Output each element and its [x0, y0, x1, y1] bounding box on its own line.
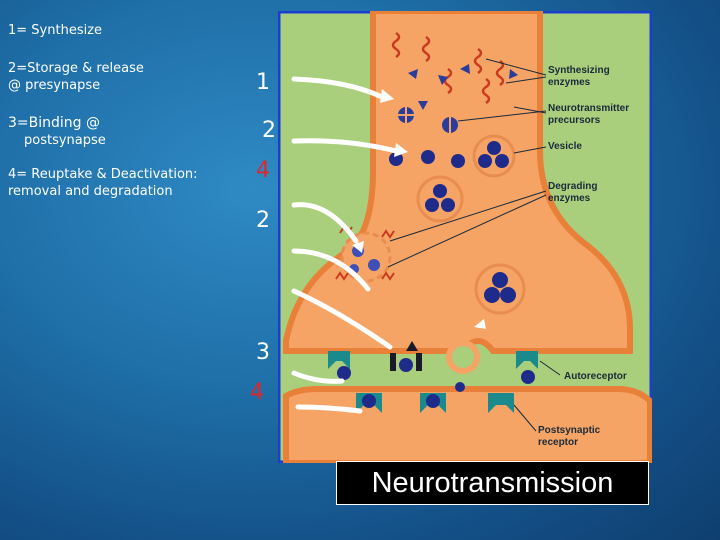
legend-removal: removal and degradation — [8, 184, 173, 199]
step-number-3: 3 — [256, 340, 270, 365]
label-degrading: Degrading — [548, 181, 597, 192]
label-autoreceptor: Autoreceptor — [564, 371, 627, 382]
autoreceptors — [328, 351, 538, 369]
label-vesicle: Vesicle — [548, 141, 582, 152]
legend-postsynapse: postsynapse — [24, 133, 106, 148]
label-receptor: receptor — [538, 437, 578, 448]
bound-neurotransmitters — [362, 394, 440, 408]
legend-binding: 3=Binding @ — [8, 115, 100, 131]
legend-storage-release: 2=Storage & release — [8, 61, 144, 76]
vesicle-middle — [416, 175, 464, 223]
step-number-4-deactivation: 4 — [250, 380, 264, 405]
legend-synthesize: 1= Synthesize — [8, 23, 103, 38]
vesicle-upper — [472, 134, 516, 178]
free-neurotransmitters — [389, 150, 465, 168]
recycle-arrow — [474, 319, 486, 329]
step-number-4-reuptake: 4 — [256, 158, 270, 183]
synapse-diagram: Synthesizing enzymes Neurotransmitter pr… — [278, 11, 652, 463]
reuptake-arrow — [406, 341, 418, 351]
label-precursors: precursors — [548, 115, 601, 126]
label-synthesizing-enzymes: enzymes — [548, 77, 591, 88]
process-arrowheads — [352, 89, 408, 253]
precursor-notches — [398, 107, 451, 133]
cleft-neurotransmitters — [337, 358, 535, 392]
transporter — [390, 353, 422, 371]
synthesizing-enzymes — [391, 31, 505, 105]
process-arrows — [291, 76, 399, 414]
label-pointers — [387, 58, 561, 432]
vesicle-lower — [474, 263, 526, 315]
vesicle-degrading — [340, 231, 392, 283]
step-number-1: 1 — [256, 70, 270, 95]
legend-presynapse: @ presynapse — [8, 78, 101, 93]
label-degrading-enzymes: enzymes — [548, 193, 591, 204]
legend-reuptake: 4= Reuptake & Deactivation: — [8, 167, 198, 182]
step-number-2-release: 2 — [256, 208, 270, 233]
step-number-2-storage: 2 — [262, 118, 276, 143]
page-title: Neurotransmission — [371, 466, 614, 499]
title-box: Neurotransmission — [336, 461, 649, 505]
label-postsynaptic: Postsynaptic — [538, 425, 601, 436]
label-synthesizing: Synthesizing — [548, 65, 610, 76]
label-neurotransmitter: Neurotransmitter — [548, 103, 629, 114]
release-pore — [446, 340, 480, 374]
